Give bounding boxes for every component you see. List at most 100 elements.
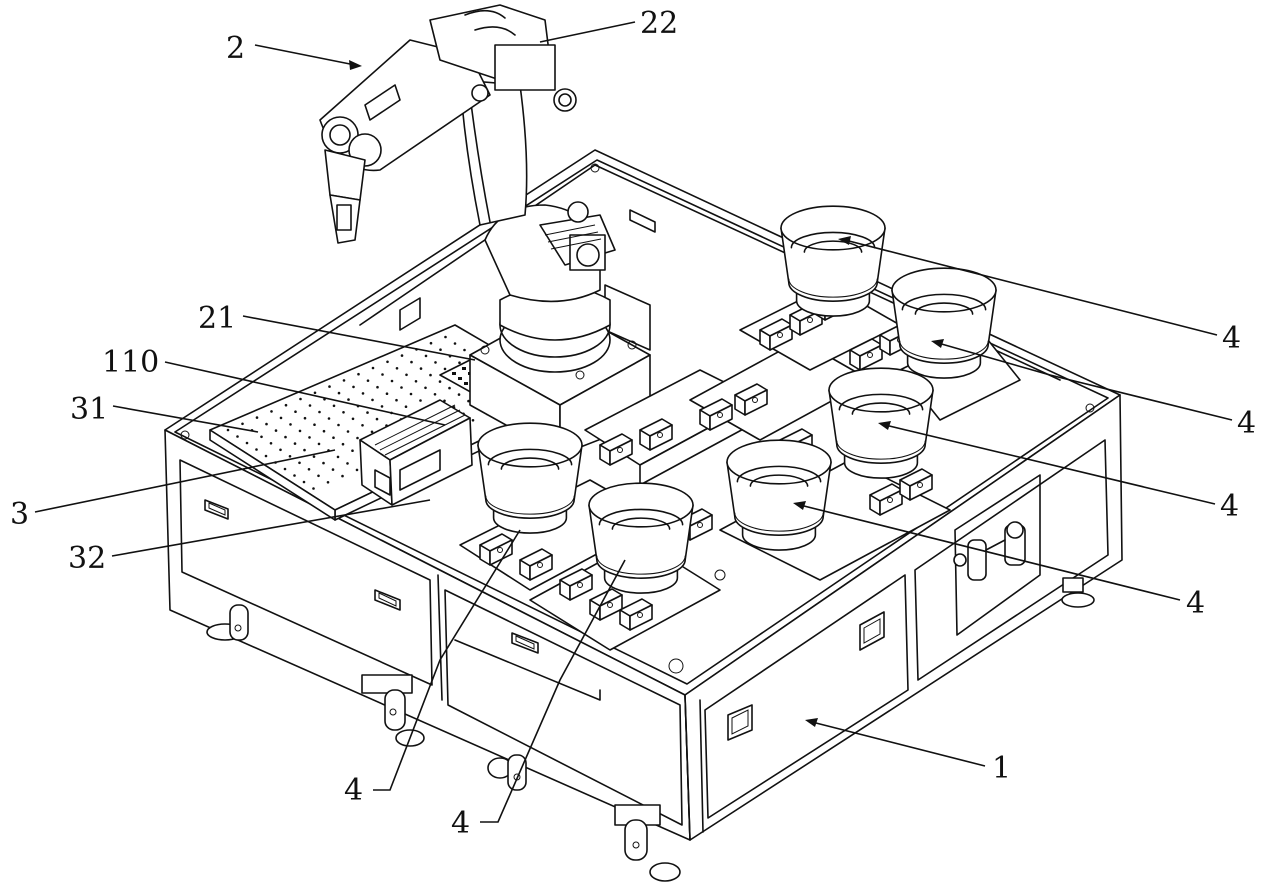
leader-3 [34, 449, 336, 513]
table-hole [342, 411, 345, 414]
table-hole [395, 367, 399, 370]
table-hole [260, 435, 263, 439]
table-hole [342, 379, 346, 382]
table-hole [443, 367, 447, 371]
robot-arm [319, 4, 616, 303]
pneumatic-slide [479, 533, 513, 566]
leader-21 [242, 315, 476, 361]
table-hole [361, 392, 365, 395]
table-hole [361, 424, 364, 427]
table-hole [317, 442, 321, 446]
table-hole [328, 385, 331, 388]
table-hole [448, 386, 451, 390]
label-frame: 1 [992, 751, 1011, 786]
table-hole [457, 393, 461, 396]
label-bowl-feeder: 4 [344, 773, 363, 808]
table-hole [332, 436, 335, 440]
label-bowl-feeder: 4 [451, 806, 470, 841]
table-hole [347, 398, 350, 401]
table-hole [346, 462, 349, 465]
table-hole [302, 480, 306, 484]
table-hole [434, 361, 437, 364]
table-hole [337, 391, 341, 395]
table-hole [371, 366, 375, 370]
bowl-feeder [477, 422, 583, 534]
leader-22 [539, 21, 636, 43]
table-hole [303, 416, 307, 420]
pneumatic-slide [589, 588, 623, 621]
table-hole [355, 468, 359, 472]
table-hole [317, 474, 320, 478]
table-hole [313, 423, 316, 427]
table-hole [312, 455, 316, 458]
table-hole [375, 417, 379, 421]
table-hole [351, 449, 354, 453]
table-hole [414, 380, 418, 383]
table-hole [439, 348, 442, 352]
pneumatic-slide [619, 598, 653, 631]
drawer-handle[interactable] [727, 704, 753, 741]
table-hole [288, 455, 292, 458]
table-hole [298, 461, 301, 465]
table-hole [346, 430, 350, 433]
drawer-handle[interactable] [204, 499, 229, 520]
left-drawer-panel [179, 459, 433, 686]
table-hole [318, 410, 321, 414]
leader-4a [844, 239, 1218, 336]
pneumatic-slide [559, 568, 593, 601]
table-hole [424, 386, 427, 390]
table-hole [463, 348, 466, 352]
table-hole [409, 392, 413, 396]
table-hole [410, 360, 413, 364]
air-filter-regulator-icon [953, 521, 1026, 581]
fixture-assembly [359, 399, 473, 506]
leader-31 [112, 405, 259, 433]
table-hole [337, 423, 340, 427]
bowl-feeder [780, 205, 886, 317]
table-hole [322, 429, 326, 433]
table-hole [284, 403, 288, 407]
table-hole [376, 385, 379, 389]
label-bowl-feeder: 4 [1222, 321, 1241, 356]
pneumatic-slide [699, 398, 733, 431]
bowl-feeder [588, 482, 694, 594]
table-hole [293, 442, 297, 445]
table-hole [467, 399, 470, 403]
table-hole [380, 405, 384, 408]
table-hole [312, 487, 315, 490]
table-hole [433, 393, 437, 396]
label-perforated-table: 31 [70, 392, 108, 427]
table-hole [352, 385, 355, 389]
drawer-handle[interactable] [511, 632, 539, 654]
table-hole [289, 423, 292, 426]
leveling-foot-icon [1061, 577, 1095, 608]
leader-4d [799, 504, 1181, 601]
table-hole [331, 468, 335, 471]
caster-wheel-icon [206, 604, 249, 641]
table-hole [366, 411, 369, 414]
caster-wheel-icon [361, 674, 425, 747]
table-hole [226, 428, 230, 432]
table-hole [356, 436, 359, 440]
drawer-handle[interactable] [374, 589, 401, 611]
table-hole [386, 360, 389, 364]
leader-110 [164, 361, 446, 426]
leader-32 [111, 499, 431, 557]
label-bowl-feeder: 4 [1237, 406, 1256, 441]
bowl-feeder [726, 439, 832, 551]
table-hole [429, 341, 433, 345]
air-unit-panel [914, 439, 1109, 681]
caster-wheel-icon [614, 804, 681, 882]
drawer-handle[interactable] [859, 611, 885, 651]
table-hole [429, 373, 432, 377]
leader-4e [373, 529, 521, 791]
table-hole [294, 410, 297, 414]
table-hole [390, 379, 394, 383]
table-hole [351, 417, 355, 421]
table-hole [326, 481, 330, 484]
table-hole [303, 448, 306, 452]
leader-4f [480, 559, 626, 823]
label-robot-arm: 2 [226, 31, 245, 66]
bowl-feeder [828, 367, 934, 479]
